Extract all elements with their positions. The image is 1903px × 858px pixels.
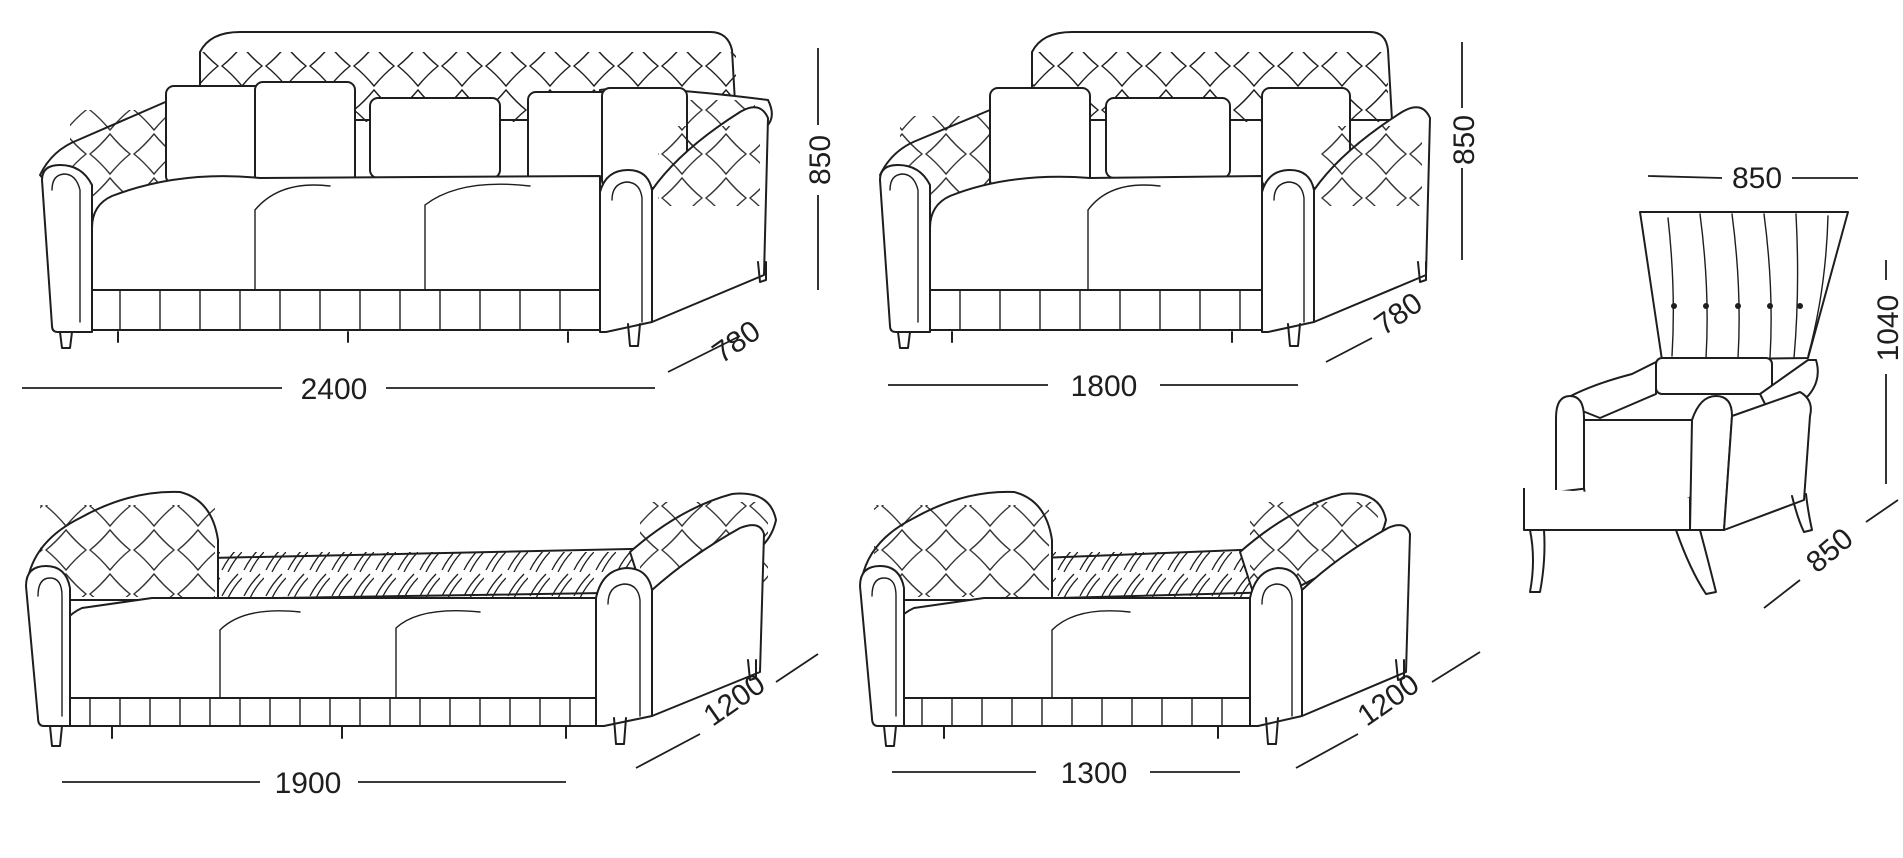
sofa-3-seat-depth-label: 780	[707, 314, 767, 370]
armchair-drawing	[1523, 211, 1849, 595]
sofa-2-seat-bed-drawing	[859, 490, 1411, 747]
armchair-width-label: 850	[1732, 162, 1782, 195]
dimension-lines	[22, 42, 1899, 783]
sofa-2-seat-bed-width-label: 1300	[1061, 757, 1128, 790]
sofa-3-seat-bed-width-label: 1900	[275, 767, 342, 800]
sofa-3-seat-drawing	[39, 31, 773, 349]
sofa-2-seat-height-label: 850	[1448, 115, 1481, 165]
armchair-height-label: 1040	[1872, 295, 1903, 362]
sofa-2-seat-drawing	[879, 31, 1431, 349]
sofa-3-seat-width-label: 2400	[301, 373, 368, 406]
sofa-3-seat-bed-drawing	[25, 490, 777, 747]
sofa-3-seat-height-label: 850	[804, 135, 837, 185]
sofa-2-seat-width-label: 1800	[1071, 370, 1138, 403]
